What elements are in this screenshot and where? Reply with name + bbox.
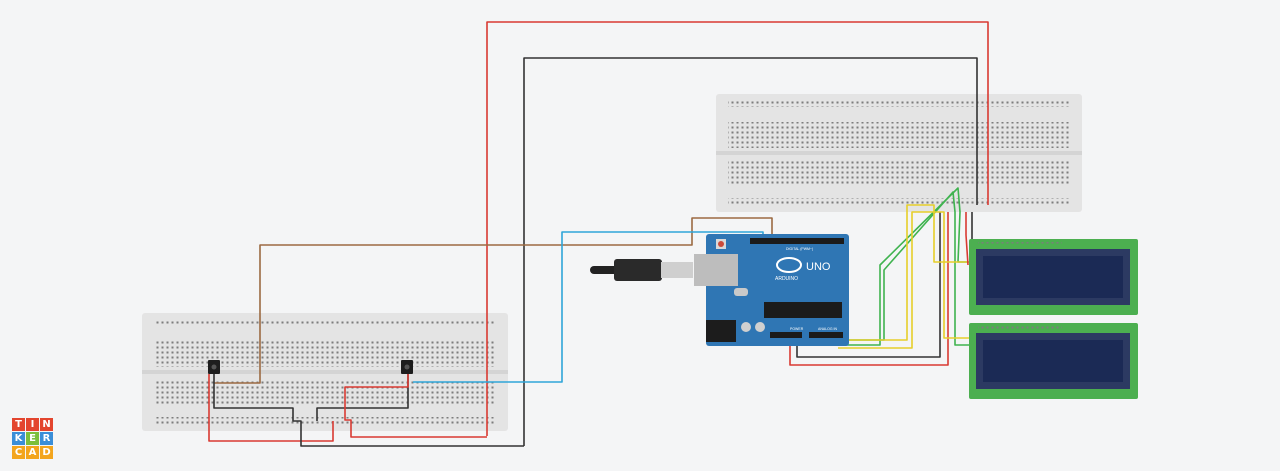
logo-tile: T xyxy=(12,418,25,431)
wire-red-long xyxy=(486,21,989,436)
wire-yellow-2 xyxy=(838,211,972,349)
wire-black-bb-2 xyxy=(316,374,409,421)
breadboard-top[interactable] xyxy=(716,94,1082,212)
logo-tile: C xyxy=(12,446,25,459)
breadboard-bottom[interactable] xyxy=(142,313,508,431)
usb-cable[interactable] xyxy=(590,259,693,281)
arduino-brand-label: UNO xyxy=(806,261,831,273)
wire-red-power xyxy=(789,212,949,366)
logo-tile: A xyxy=(26,446,39,459)
logo-tile: D xyxy=(40,446,53,459)
arduino-analog-label: ANALOG IN xyxy=(818,327,838,331)
arduino-uno[interactable]: UNO ARDUINO DIGITAL (PWM~) POWER ANALOG … xyxy=(694,234,849,346)
arduino-maker-label: ARDUINO xyxy=(775,276,798,282)
wire-red-bb-1 xyxy=(208,374,334,442)
wire-brown xyxy=(214,217,773,384)
logo-tile: E xyxy=(26,432,39,445)
wire-red-bb-2 xyxy=(344,374,487,438)
arduino-power-label: POWER xyxy=(790,327,804,331)
lcd-display-bottom[interactable] xyxy=(969,323,1138,399)
sensor-left[interactable] xyxy=(208,360,220,374)
wire-green-2 xyxy=(836,191,972,346)
logo-tile: K xyxy=(12,432,25,445)
wire-blue xyxy=(413,231,764,383)
wire-red-lcd xyxy=(965,212,969,266)
arduino-digital-label: DIGITAL (PWM~) xyxy=(786,247,813,251)
wire-yellow-1 xyxy=(845,204,972,341)
wire-black-bb-1 xyxy=(213,374,524,447)
sensor-right[interactable] xyxy=(401,360,413,374)
lcd-display-top[interactable] xyxy=(969,239,1138,315)
wire-black-long xyxy=(523,57,978,446)
logo-tile: N xyxy=(40,418,53,431)
wire-black-power xyxy=(796,212,941,358)
logo-tile: R xyxy=(40,432,53,445)
logo-tile: I xyxy=(26,418,39,431)
